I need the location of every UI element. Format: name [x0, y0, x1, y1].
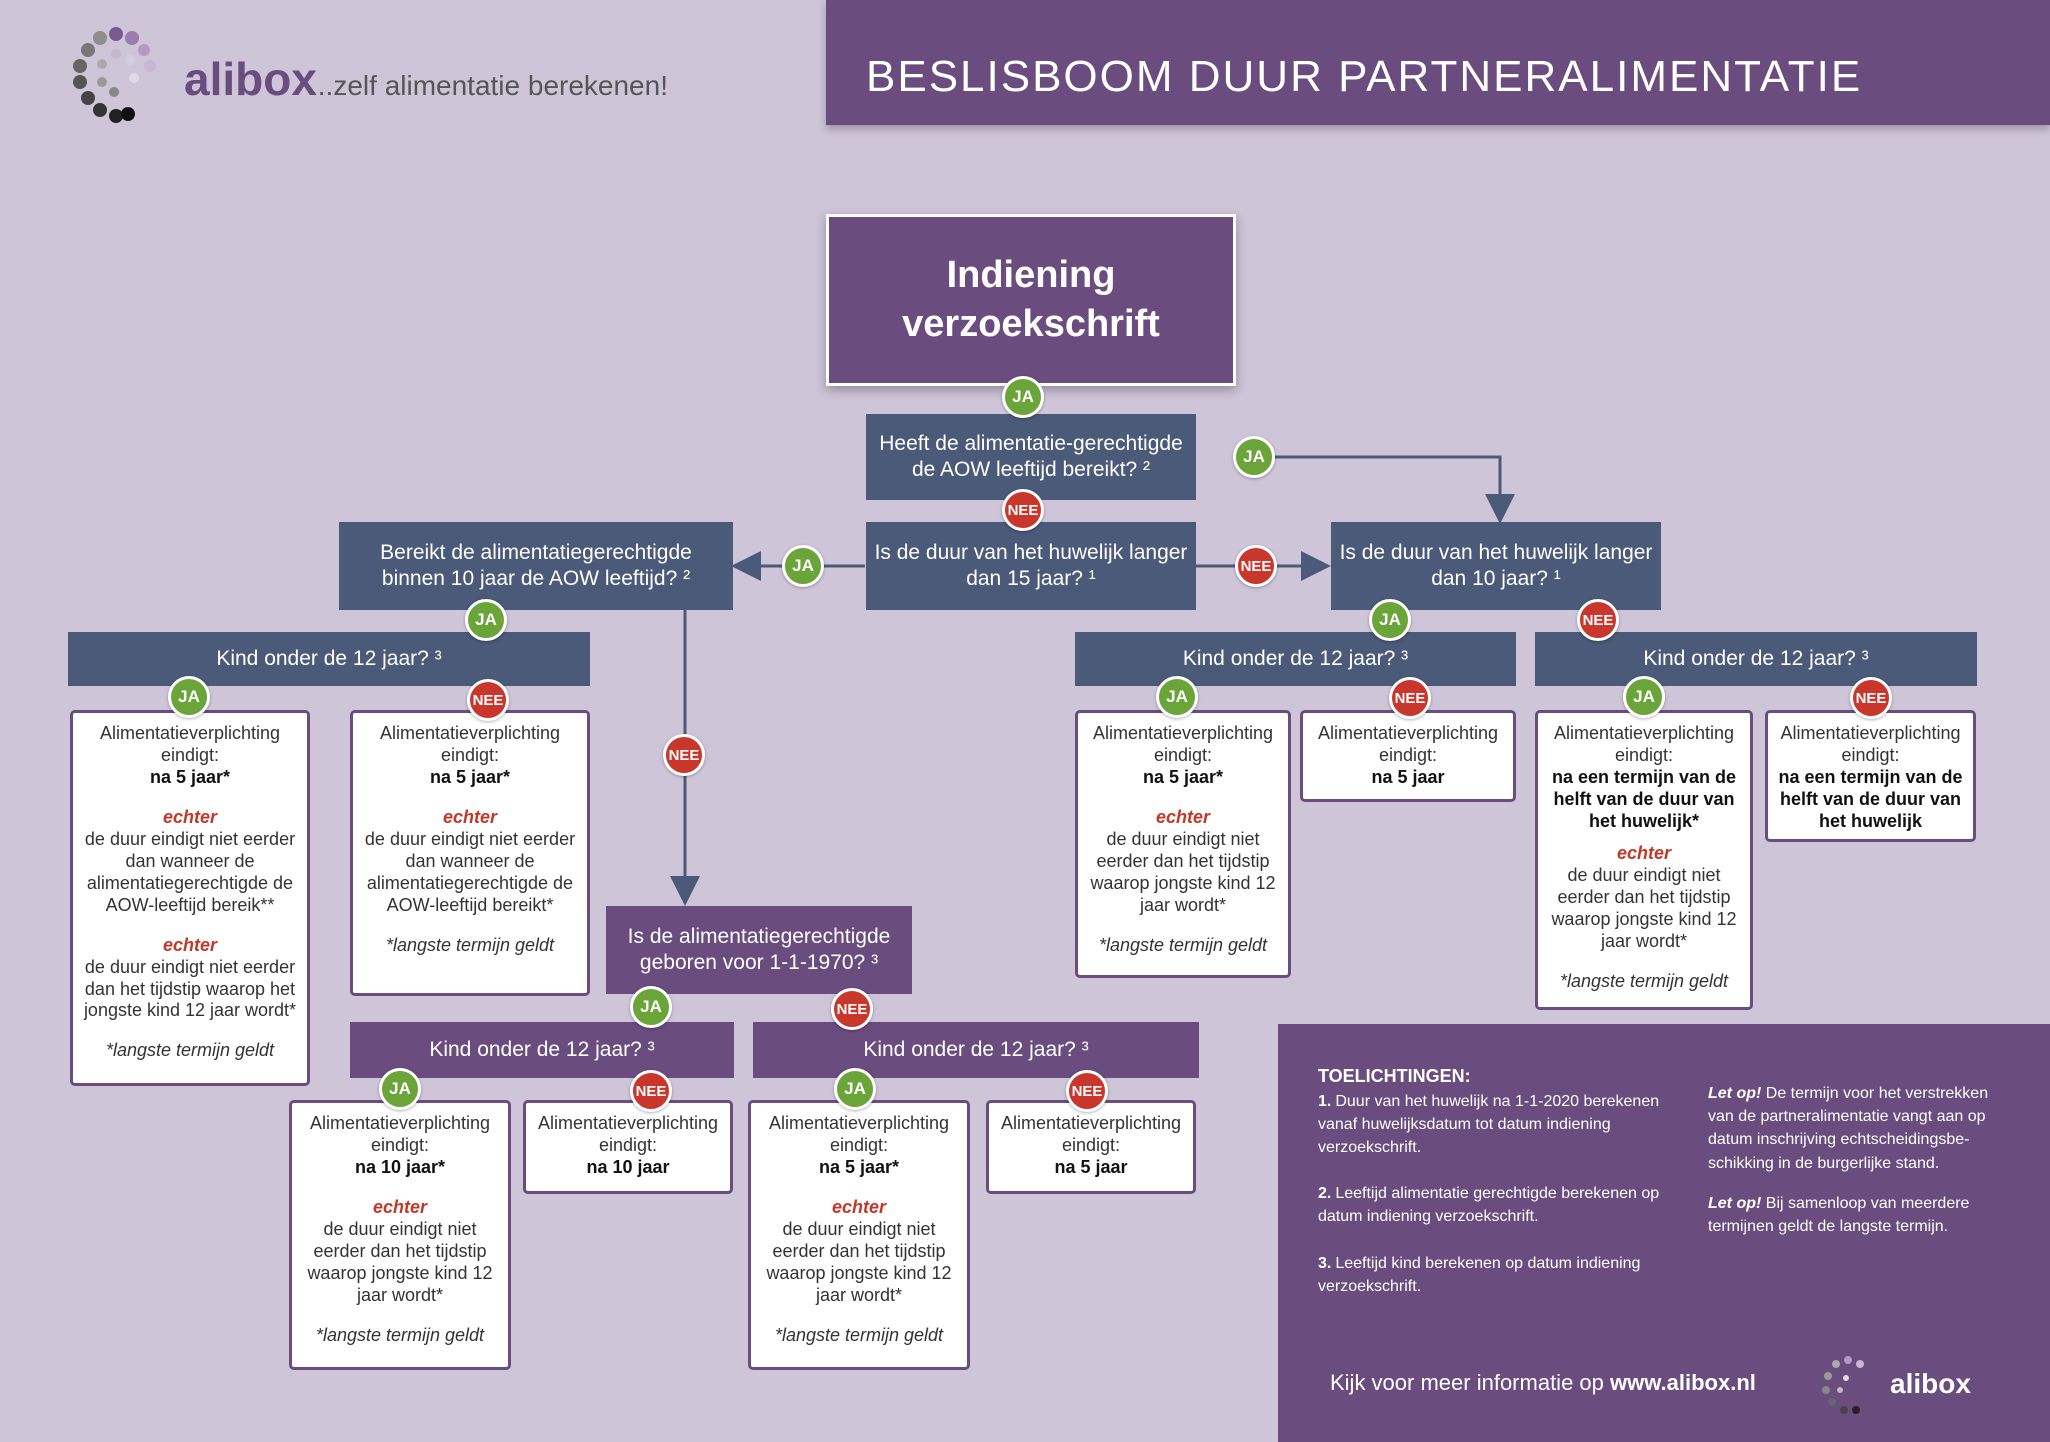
ja-badge: JA [1233, 436, 1275, 478]
question-aow: Heeft de alimentatie-gerechtigde de AOW … [866, 414, 1196, 500]
ja-badge: JA [1623, 676, 1665, 718]
more-info: Kijk voor meer informatie op www.alibox.… [1330, 1370, 1756, 1395]
result-box: Alimentatieverplichting eindigt: na 5 ja… [1300, 710, 1516, 802]
logo-tagline: ...zelf alimentatie berekenen! [310, 70, 668, 101]
nee-badge: NEE [663, 734, 705, 776]
nee-badge: NEE [1066, 1070, 1108, 1112]
ja-badge: JA [782, 545, 824, 587]
letop-note: Let op! De termijn voor het verstrekken … [1708, 1085, 1989, 1172]
question-born-1970: Is de alimentatiegerechtigde geboren voo… [606, 906, 912, 994]
start-node: Indiening verzoekschrift [826, 214, 1236, 386]
question-kid-middle: Kind onder de 12 jaar? ³ [1075, 632, 1516, 686]
header-banner: BESLISBOOM DUUR PARTNERALIMENTATIE [826, 0, 2050, 125]
page-title: BESLISBOOM DUUR PARTNERALIMENTATIE [866, 52, 1863, 101]
question-kid-right: Kind onder de 12 jaar? ³ [1535, 632, 1977, 686]
question-kid-born-no: Kind onder de 12 jaar? ³ [753, 1022, 1199, 1078]
question-duration-15: Is de duur van het huwelijk langer dan 1… [866, 522, 1196, 610]
alibox-small-logo-icon [1822, 1356, 1864, 1414]
result-box: Alimentatieverplichting eindigt: na 5 ja… [1075, 710, 1291, 978]
letop-note: Let op! Bij samenloop van meerdere termi… [1708, 1195, 1970, 1236]
nee-badge: NEE [630, 1070, 672, 1112]
result-box: Alimentatieverplichting eindigt: na 10 j… [289, 1100, 511, 1370]
info-item: 1.Duur van het huwelijk na 1-1-2020 bere… [1318, 1093, 1660, 1157]
question-duration-10: Is de duur van het huwelijk langer dan 1… [1331, 522, 1661, 610]
nee-badge: NEE [1850, 677, 1892, 719]
info-item: 2.Leeftijd alimentatie gerechtigde berek… [1318, 1185, 1660, 1226]
info-item: 3.Leeftijd kind berekenen op datum indie… [1318, 1255, 1641, 1296]
question-aow-within-10: Bereikt de alimentatiegerechtigde binnen… [339, 522, 733, 610]
nee-badge: NEE [831, 988, 873, 1030]
ja-badge: JA [379, 1068, 421, 1110]
ja-badge: JA [630, 986, 672, 1028]
ja-badge: JA [834, 1068, 876, 1110]
result-box: Alimentatieverplichting eindigt: na 5 ja… [986, 1100, 1196, 1194]
info-panel: TOELICHTINGEN: 1.Duur van het huwelijk n… [1278, 1024, 2050, 1442]
question-kid-born-yes: Kind onder de 12 jaar? ³ [350, 1022, 734, 1078]
nee-badge: NEE [1002, 489, 1044, 531]
result-box: Alimentatieverplichting eindigt: na een … [1535, 710, 1753, 1010]
ja-badge: JA [465, 599, 507, 641]
footer-brand: alibox [1890, 1368, 1971, 1399]
ja-badge: JA [168, 676, 210, 718]
alibox-logo-icon [73, 27, 156, 123]
logo-name: alibox [184, 53, 317, 105]
ja-badge: JA [1369, 599, 1411, 641]
ja-badge: JA [1002, 376, 1044, 418]
nee-badge: NEE [1577, 599, 1619, 641]
result-box: Alimentatieverplichting eindigt: na 5 ja… [350, 710, 590, 996]
nee-badge: NEE [1235, 545, 1277, 587]
nee-badge: NEE [1389, 677, 1431, 719]
info-title: TOELICHTINGEN: [1318, 1066, 1471, 1086]
question-kid-left: Kind onder de 12 jaar? ³ [68, 632, 590, 686]
result-box: Alimentatieverplichting eindigt: na een … [1765, 710, 1976, 842]
nee-badge: NEE [467, 679, 509, 721]
result-box: Alimentatieverplichting eindigt: na 10 j… [523, 1100, 733, 1194]
ja-badge: JA [1156, 676, 1198, 718]
result-box: Alimentatieverplichting eindigt: na 5 ja… [70, 710, 310, 1086]
result-box: Alimentatieverplichting eindigt: na 5 ja… [748, 1100, 970, 1370]
website-link[interactable]: www.alibox.nl [1610, 1370, 1756, 1395]
